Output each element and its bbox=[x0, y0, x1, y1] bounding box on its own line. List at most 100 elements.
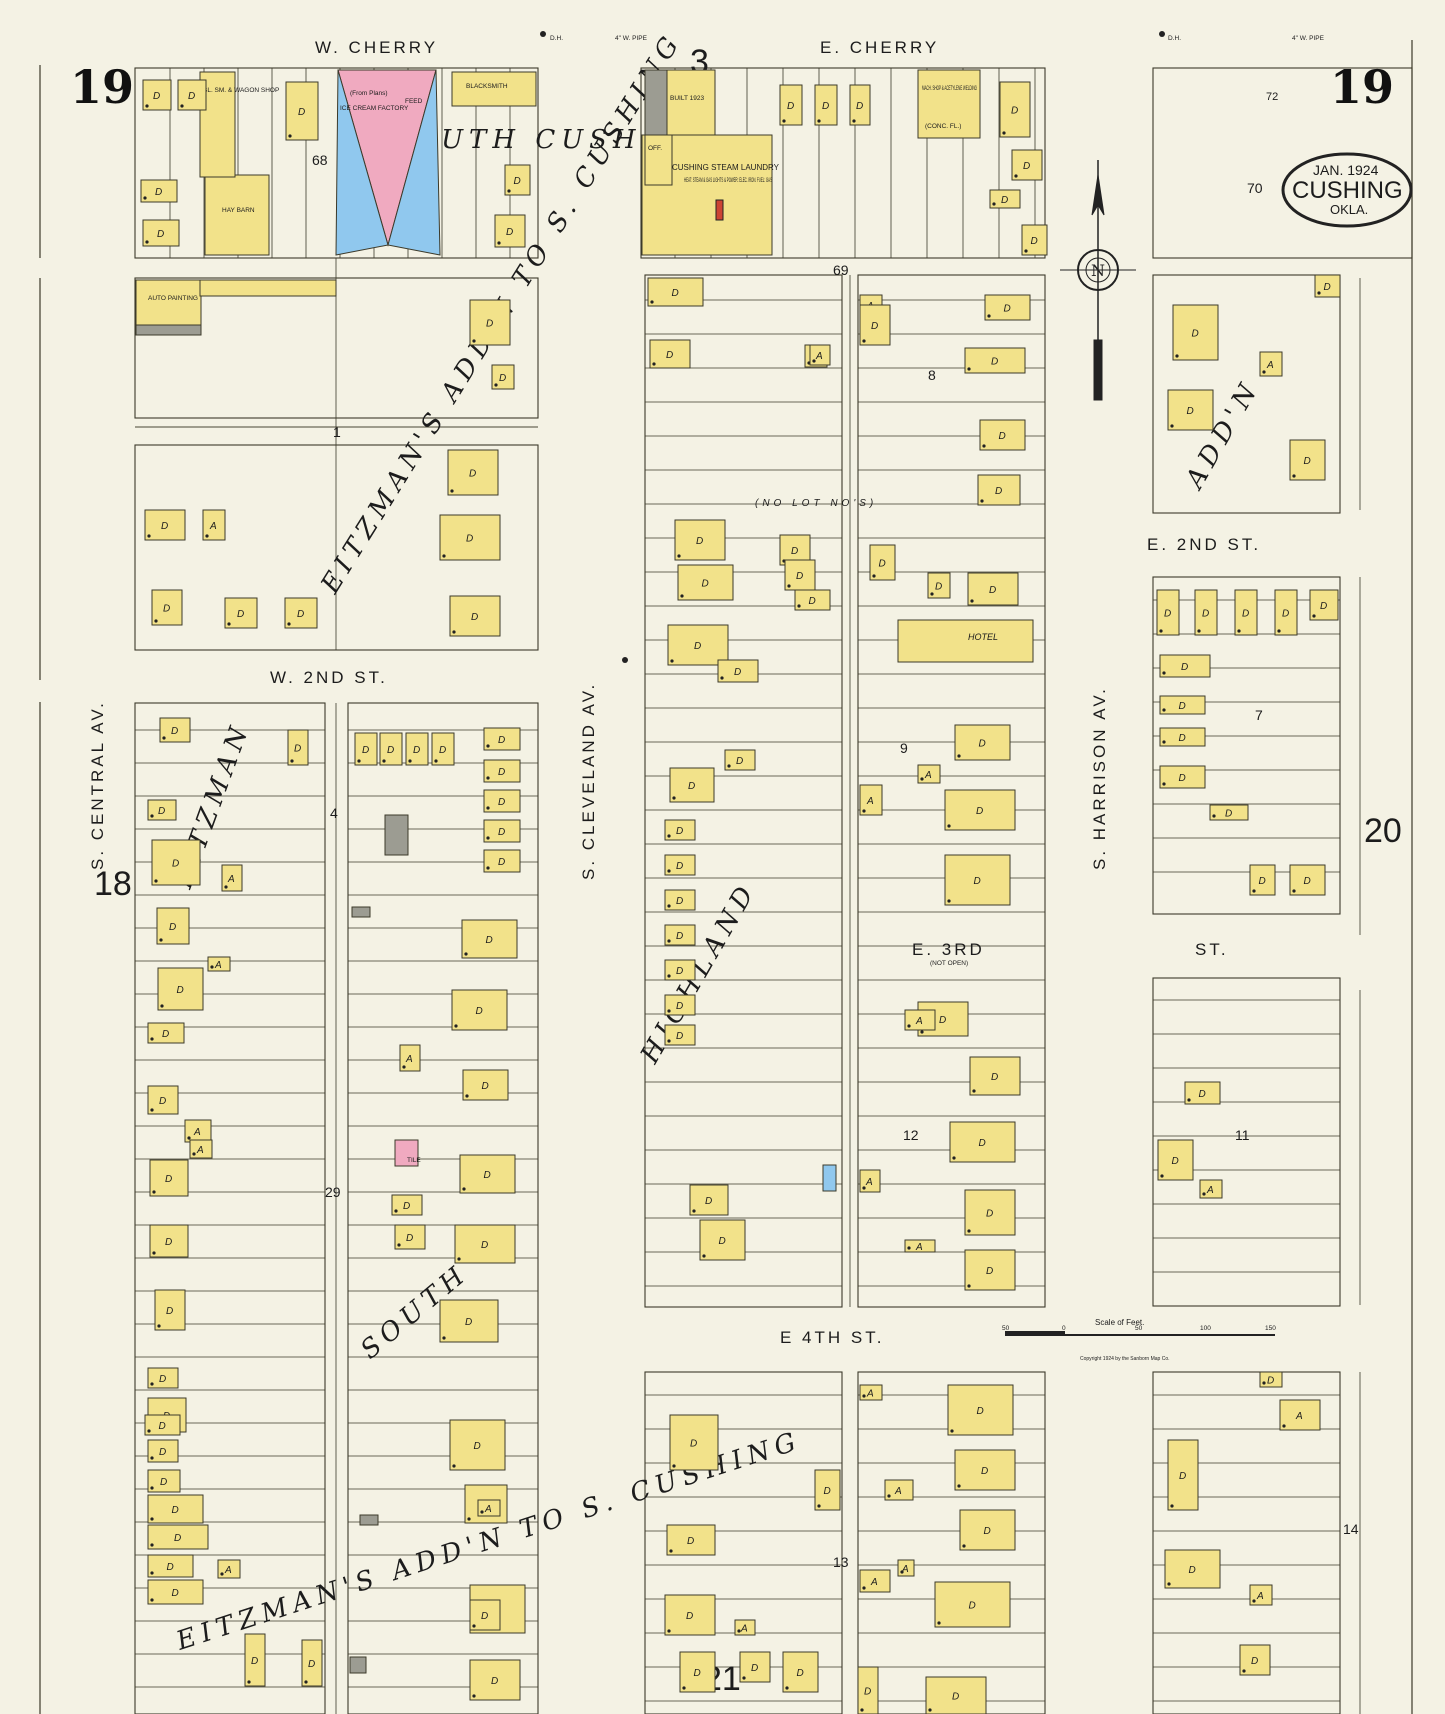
dwelling-label: D bbox=[1225, 809, 1232, 820]
dwelling bbox=[869, 544, 896, 581]
dwelling-marker bbox=[1187, 1098, 1191, 1102]
dwelling-label: D bbox=[403, 1201, 410, 1212]
auto-label: A bbox=[224, 1565, 232, 1576]
dwelling-label: D bbox=[160, 1477, 167, 1488]
dwelling-label: D bbox=[498, 857, 505, 868]
dwelling bbox=[147, 1579, 204, 1605]
dwelling bbox=[664, 924, 696, 946]
dwelling-marker bbox=[817, 1504, 821, 1508]
dwelling-label: D bbox=[666, 350, 673, 361]
auto-label: A bbox=[815, 351, 823, 362]
dwelling-marker bbox=[862, 809, 866, 813]
dwelling-marker bbox=[220, 1572, 224, 1576]
dwelling bbox=[1164, 1549, 1221, 1589]
dwelling-label: D bbox=[362, 745, 369, 756]
dwelling-label: D bbox=[688, 781, 695, 792]
dwelling-label: D bbox=[991, 357, 998, 368]
dwelling bbox=[483, 759, 521, 783]
sheet-edges bbox=[39, 40, 1413, 1714]
north-arrow-icon: N bbox=[1060, 160, 1136, 401]
dwelling-label: D bbox=[1172, 1156, 1179, 1167]
auto-label: A bbox=[1256, 1591, 1264, 1602]
dwelling-marker bbox=[454, 1024, 458, 1028]
dwelling-marker bbox=[452, 1464, 456, 1468]
dwelling-label: D bbox=[308, 1659, 315, 1670]
dwelling bbox=[431, 732, 455, 766]
dwelling-label: D bbox=[172, 1588, 179, 1599]
dwelling bbox=[301, 1639, 323, 1687]
dwelling-label: D bbox=[466, 534, 473, 545]
dwelling-label: D bbox=[298, 107, 305, 118]
cartouche-date: JAN. 1924 bbox=[1313, 162, 1379, 178]
dwelling-marker bbox=[862, 1586, 866, 1590]
dwelling-marker bbox=[1167, 1582, 1171, 1586]
dwelling-label: D bbox=[871, 321, 878, 332]
dwelling bbox=[699, 1219, 746, 1261]
dwelling bbox=[814, 1469, 841, 1511]
dwelling-marker bbox=[162, 736, 166, 740]
dwelling-label: D bbox=[1282, 609, 1289, 620]
dwelling bbox=[1156, 589, 1180, 636]
street-not-open: (NOT OPEN) bbox=[930, 960, 968, 967]
dwelling-marker bbox=[669, 1549, 673, 1553]
dwelling-marker bbox=[962, 1544, 966, 1548]
dwelling-marker bbox=[247, 1680, 251, 1684]
dwelling bbox=[1159, 654, 1211, 678]
dwelling-label: D bbox=[159, 1421, 166, 1432]
dwelling-marker bbox=[1292, 889, 1296, 893]
dwelling-label: D bbox=[162, 1029, 169, 1040]
dwelling-label: D bbox=[969, 1601, 976, 1612]
dwelling-label: D bbox=[686, 1611, 693, 1622]
dwelling-marker bbox=[1202, 1192, 1206, 1196]
dwelling-label: D bbox=[796, 571, 803, 582]
dwelling-label: D bbox=[484, 1170, 491, 1181]
auto-garage bbox=[1279, 1399, 1321, 1431]
auto-garage bbox=[859, 1569, 891, 1593]
dwelling bbox=[989, 189, 1021, 209]
dwelling bbox=[1157, 1139, 1194, 1181]
dwelling bbox=[794, 589, 831, 611]
dwelling bbox=[717, 659, 759, 683]
dwelling-label: D bbox=[977, 1406, 984, 1417]
dwelling-label: D bbox=[297, 609, 304, 620]
dwelling-marker bbox=[1014, 174, 1018, 178]
dwelling-marker bbox=[957, 754, 961, 758]
dwelling-marker bbox=[224, 885, 228, 889]
dwelling-label: D bbox=[705, 1196, 712, 1207]
dwelling-label: D bbox=[465, 1317, 472, 1328]
dwelling-marker bbox=[150, 1108, 154, 1112]
dwelling bbox=[454, 1224, 516, 1264]
dwelling-label: D bbox=[1251, 1656, 1258, 1667]
dwelling-marker bbox=[950, 1429, 954, 1433]
dwelling-label: D bbox=[864, 1687, 871, 1698]
dwelling bbox=[447, 449, 499, 496]
dwelling-marker bbox=[507, 189, 511, 193]
dwelling-label: D bbox=[1304, 876, 1311, 887]
dwelling-marker bbox=[1292, 474, 1296, 478]
auto-label: A bbox=[227, 874, 235, 885]
street-e-3rd-st: ST. bbox=[1195, 940, 1229, 959]
dwelling bbox=[483, 789, 521, 813]
dwelling-marker bbox=[702, 1254, 706, 1258]
dwelling bbox=[483, 819, 521, 843]
dwelling bbox=[969, 1056, 1021, 1096]
dwelling bbox=[469, 299, 511, 346]
dwelling-label: D bbox=[159, 1374, 166, 1385]
dwelling bbox=[140, 179, 178, 203]
auto-garage bbox=[904, 1009, 936, 1031]
dh-left: D.H. bbox=[550, 35, 563, 42]
dwelling-marker bbox=[667, 834, 671, 838]
dwelling-marker bbox=[154, 879, 158, 883]
dwelling bbox=[977, 474, 1021, 506]
dwelling bbox=[285, 81, 319, 141]
dwelling bbox=[949, 1121, 1016, 1163]
dwelling-marker bbox=[1262, 1381, 1266, 1385]
dwelling-marker bbox=[720, 676, 724, 680]
dwelling-marker bbox=[952, 1156, 956, 1160]
dwelling-marker bbox=[1162, 708, 1166, 712]
dwelling-marker bbox=[1002, 131, 1006, 135]
dwelling-marker bbox=[1159, 629, 1163, 633]
dwelling bbox=[674, 519, 726, 561]
dwelling-marker bbox=[1160, 1174, 1164, 1178]
dwelling-marker bbox=[210, 965, 214, 969]
